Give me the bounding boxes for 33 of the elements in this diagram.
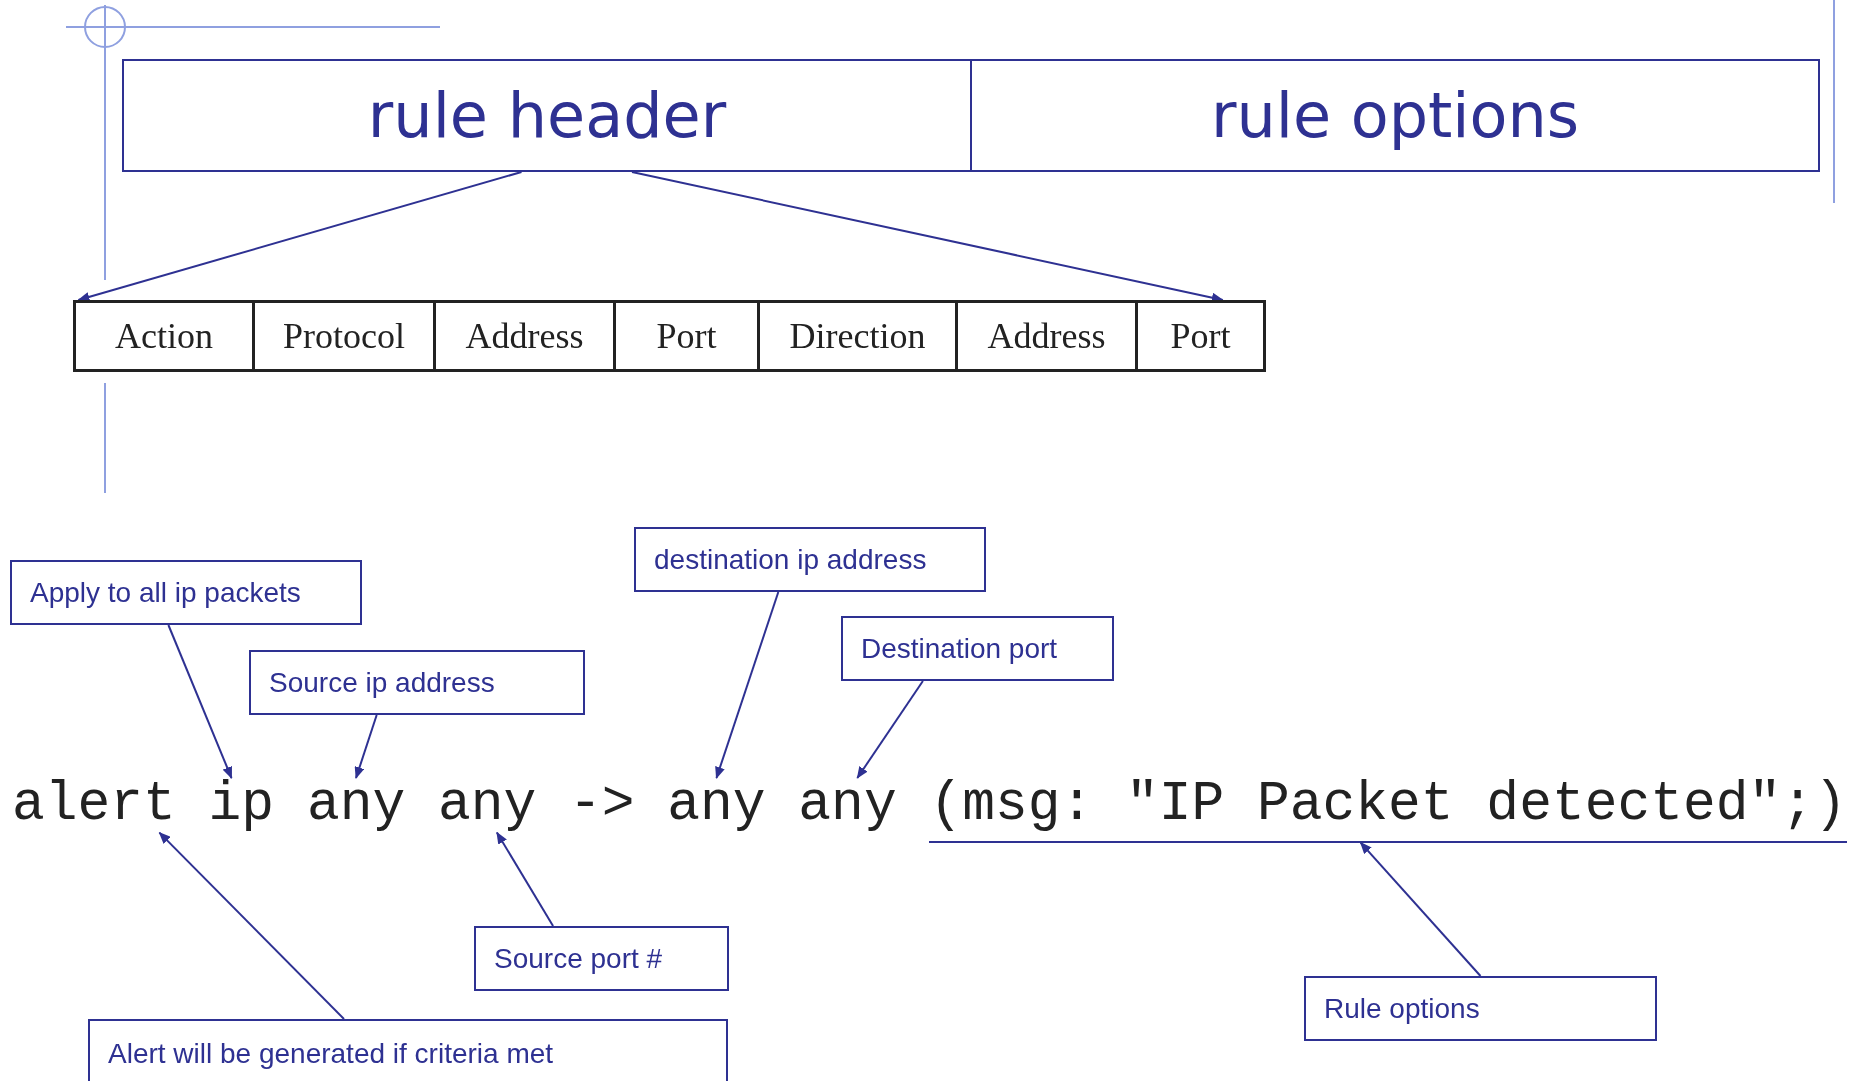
code-keyword: any bbox=[437, 778, 537, 833]
table-cell: Action bbox=[73, 300, 255, 372]
leader-line bbox=[354, 714, 378, 779]
table-cell: Address bbox=[955, 300, 1138, 372]
arrow bbox=[631, 171, 1224, 303]
leader-line bbox=[167, 624, 233, 779]
leader-line bbox=[856, 680, 924, 779]
table-cell: Port bbox=[1135, 300, 1266, 372]
arrow bbox=[77, 171, 523, 302]
callout-box: Rule options bbox=[1304, 976, 1657, 1041]
callout-box: Destination port bbox=[841, 616, 1114, 681]
callout-box: Source ip address bbox=[249, 650, 585, 715]
table-cell: Protocol bbox=[252, 300, 436, 372]
table-cell: Port bbox=[613, 300, 760, 372]
code-keyword: any bbox=[306, 778, 406, 833]
callout-box: destination ip address bbox=[634, 527, 986, 592]
callout-box: Source port # bbox=[474, 926, 729, 991]
header-box: rule header bbox=[122, 59, 972, 172]
leader-line bbox=[1359, 841, 1482, 977]
leader-line bbox=[495, 831, 555, 927]
leader-line bbox=[158, 831, 345, 1020]
leader-line bbox=[715, 591, 780, 779]
code-keyword: ip bbox=[208, 778, 275, 833]
header-box: rule options bbox=[970, 59, 1820, 172]
table-cell: Address bbox=[433, 300, 616, 372]
code-keyword: any bbox=[667, 778, 766, 833]
callout-box: Alert will be generated if criteria met bbox=[88, 1019, 728, 1081]
code-options: (msg: "IP Packet detected";) bbox=[929, 778, 1847, 843]
code-operator: -> bbox=[569, 778, 635, 833]
callout-box: Apply to all ip packets bbox=[10, 560, 362, 625]
code-keyword: any bbox=[798, 778, 897, 833]
code-keyword: alert bbox=[12, 778, 176, 833]
table-cell: Direction bbox=[757, 300, 958, 372]
